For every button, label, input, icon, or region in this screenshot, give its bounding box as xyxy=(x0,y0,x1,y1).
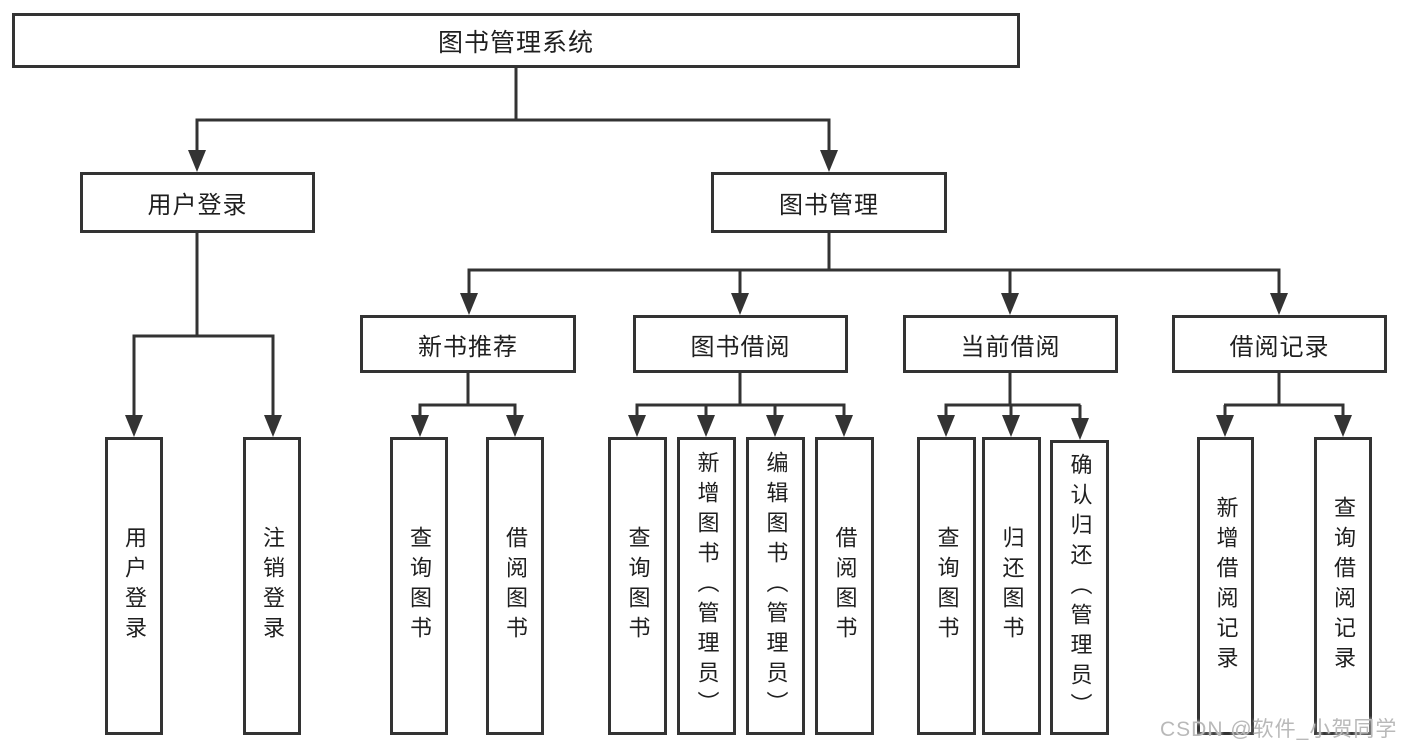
arrowhead-icon xyxy=(1071,418,1089,440)
node-book-borrowing: 图书借阅 xyxy=(633,315,848,373)
leaf-label: 用户登录 xyxy=(122,526,147,646)
arrowhead-icon xyxy=(125,415,143,437)
node-new-book-recommend: 新书推荐 xyxy=(360,315,576,373)
arrowhead-icon xyxy=(731,293,749,315)
arrowhead-icon xyxy=(697,415,715,437)
leaf-label: 新增借阅记录 xyxy=(1213,496,1239,676)
connector-root-to-level2 xyxy=(188,68,838,172)
leaf-query-books-recommend: 查询图书 xyxy=(390,437,448,735)
leaf-label: 查询图书 xyxy=(407,526,432,646)
leaf-confirm-return-admin: 确认归还（管理员） xyxy=(1050,440,1109,735)
leaf-query-borrow-record: 查询借阅记录 xyxy=(1314,437,1372,735)
node-current-borrowing: 当前借阅 xyxy=(903,315,1118,373)
node-label: 图书管理系统 xyxy=(437,28,594,57)
leaf-add-book-admin: 新增图书（管理员） xyxy=(677,437,736,735)
leaf-logout: 注销登录 xyxy=(243,437,301,735)
connector-records-to-leaves xyxy=(1216,373,1352,437)
leaf-label: 归还图书 xyxy=(999,526,1025,646)
connector-login-to-leaves xyxy=(125,233,282,437)
arrowhead-icon xyxy=(1216,415,1234,437)
arrowhead-icon xyxy=(1270,293,1288,315)
leaf-label: 借阅图书 xyxy=(832,526,858,646)
node-label: 当前借阅 xyxy=(960,333,1061,361)
csdn-watermark: CSDN @软件_小贺同学 xyxy=(1160,718,1398,741)
arrowhead-icon xyxy=(1001,293,1019,315)
leaf-user-login: 用户登录 xyxy=(105,437,163,735)
arrowhead-icon xyxy=(835,415,853,437)
node-label: 借阅记录 xyxy=(1229,333,1330,361)
node-label: 新书推荐 xyxy=(418,333,518,361)
leaf-label: 确认归还（管理员） xyxy=(1067,452,1093,723)
connector-current-to-leaves xyxy=(937,373,1089,440)
node-library-management-system: 图书管理系统 xyxy=(12,13,1020,68)
arrowhead-icon xyxy=(1002,415,1020,437)
connector-management-to-level3 xyxy=(460,233,1288,315)
arrowhead-icon xyxy=(188,150,206,172)
leaf-return-book: 归还图书 xyxy=(982,437,1041,735)
leaf-label: 注销登录 xyxy=(260,526,285,646)
connector-borrow-to-leaves xyxy=(628,373,853,437)
connector-newbook-to-leaves xyxy=(411,373,524,437)
leaf-label: 新增图书（管理员） xyxy=(694,451,720,721)
leaf-label: 借阅图书 xyxy=(503,526,528,646)
node-label: 图书借阅 xyxy=(690,333,791,361)
arrowhead-icon xyxy=(264,415,282,437)
node-user-login: 用户登录 xyxy=(80,172,315,233)
node-book-management: 图书管理 xyxy=(711,172,947,233)
arrowhead-icon xyxy=(411,415,429,437)
arrowhead-icon xyxy=(460,293,478,315)
node-label: 图书管理 xyxy=(779,192,879,219)
leaf-query-books-borrow: 查询图书 xyxy=(608,437,667,735)
leaf-query-books-current: 查询图书 xyxy=(917,437,976,735)
node-borrow-records: 借阅记录 xyxy=(1172,315,1387,373)
node-label: 用户登录 xyxy=(147,192,248,219)
arrowhead-icon xyxy=(820,150,838,172)
leaf-borrow-books-recommend: 借阅图书 xyxy=(486,437,544,735)
leaf-label: 查询图书 xyxy=(625,526,651,646)
leaf-edit-book-admin: 编辑图书（管理员） xyxy=(746,437,805,735)
arrowhead-icon xyxy=(1334,415,1352,437)
leaf-label: 查询图书 xyxy=(934,526,960,646)
arrowhead-icon xyxy=(937,415,955,437)
leaf-label: 查询借阅记录 xyxy=(1331,496,1356,676)
arrowhead-icon xyxy=(766,415,784,437)
leaf-borrow-books: 借阅图书 xyxy=(815,437,874,735)
leaf-label: 编辑图书（管理员） xyxy=(763,451,789,721)
arrowhead-icon xyxy=(628,415,646,437)
arrowhead-icon xyxy=(506,415,524,437)
leaf-add-borrow-record: 新增借阅记录 xyxy=(1197,437,1254,735)
